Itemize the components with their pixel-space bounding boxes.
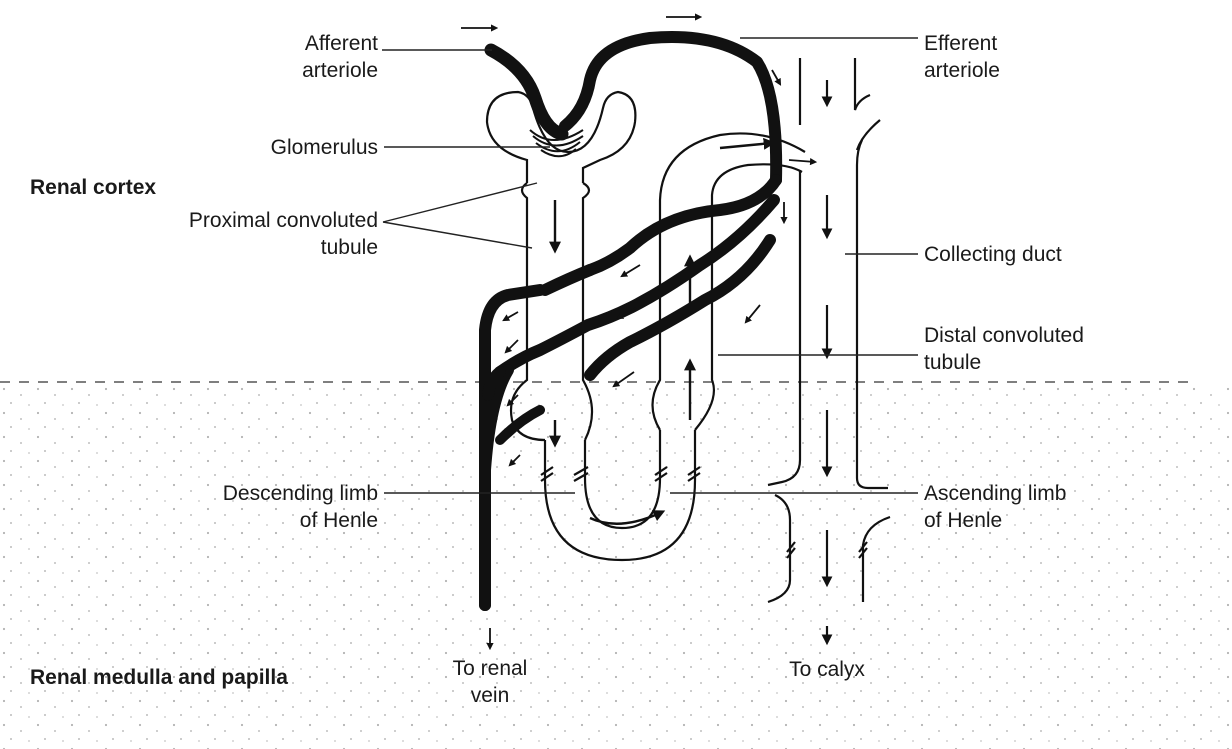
renal-vein-line-2: vein (420, 682, 560, 709)
collecting-duct-label: Collecting duct (924, 241, 1062, 268)
renal-cortex-label: Renal cortex (30, 174, 156, 201)
proximal-line-2: tubule (100, 234, 378, 261)
distal-line-2: tubule (924, 349, 1084, 376)
descending-line-2: of Henle (140, 507, 378, 534)
proximal-convoluted-tubule-label: Proximal convoluted tubule (100, 207, 378, 261)
renal-medulla-label: Renal medulla and papilla (30, 664, 288, 691)
efferent-line-2: arteriole (924, 57, 1000, 84)
efferent-line-1: Efferent (924, 30, 1000, 57)
to-renal-vein-label: To renal vein (420, 655, 560, 709)
ascending-line-1: Ascending limb (924, 480, 1066, 507)
ascending-limb-label: Ascending limb of Henle (924, 480, 1066, 534)
medulla-stipple (0, 382, 1232, 749)
descending-limb-label: Descending limb of Henle (140, 480, 378, 534)
descending-line-1: Descending limb (140, 480, 378, 507)
efferent-arteriole-label: Efferent arteriole (924, 30, 1000, 84)
afferent-arteriole-label: Afferent arteriole (240, 30, 378, 84)
glomerulus-label: Glomerulus (200, 134, 378, 161)
afferent-line-1: Afferent (240, 30, 378, 57)
afferent-line-2: arteriole (240, 57, 378, 84)
distal-line-1: Distal convoluted (924, 322, 1084, 349)
renal-vein-line-1: To renal (420, 655, 560, 682)
distal-convoluted-tubule-label: Distal convoluted tubule (924, 322, 1084, 376)
proximal-line-1: Proximal convoluted (100, 207, 378, 234)
to-calyx-label: To calyx (757, 656, 897, 683)
ascending-line-2: of Henle (924, 507, 1066, 534)
